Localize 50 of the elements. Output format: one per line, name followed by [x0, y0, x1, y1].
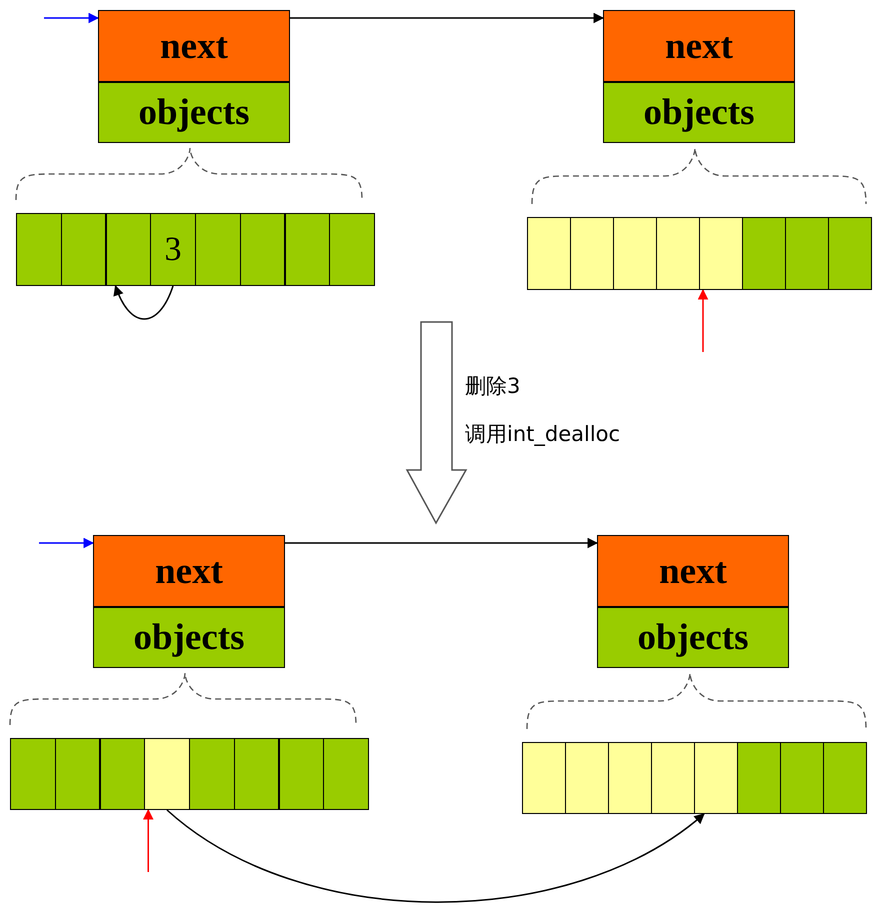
array-slot	[144, 738, 190, 810]
array-slot	[195, 213, 240, 286]
array-slot	[329, 213, 375, 286]
arrow	[166, 809, 705, 903]
arrow	[114, 285, 174, 320]
array-slot	[16, 213, 62, 286]
array-slot	[608, 742, 652, 814]
array-slot	[823, 742, 867, 814]
array-slot	[189, 738, 234, 810]
step-note: 调用int_dealloc	[465, 421, 620, 448]
list-node-field: next	[597, 535, 789, 607]
list-node-field: next	[98, 10, 290, 82]
arrow	[39, 538, 94, 548]
array-slot	[100, 738, 145, 810]
array-slot	[780, 742, 824, 814]
array-slot	[651, 742, 695, 814]
step-note: 删除3	[465, 373, 520, 400]
list-node-field: next	[93, 535, 285, 607]
array-slot	[106, 213, 151, 286]
array-slot: 3	[150, 213, 196, 286]
list-node-field: next	[603, 10, 795, 82]
arrow	[698, 288, 708, 352]
list-node-field: objects	[98, 82, 290, 143]
arrow	[143, 808, 154, 872]
arrow	[44, 12, 100, 24]
array-slot	[60, 213, 106, 286]
array-slot	[527, 217, 571, 290]
array-slot	[656, 217, 700, 290]
array-slot	[522, 742, 566, 814]
array-slot	[785, 217, 829, 290]
list-node-field: objects	[603, 82, 795, 143]
array-slot	[613, 217, 657, 290]
array-slot	[240, 213, 286, 286]
array-slot	[699, 217, 743, 290]
arrow	[290, 12, 604, 24]
array-slot	[742, 217, 786, 290]
arrow	[285, 538, 598, 548]
list-node-field: objects	[597, 607, 789, 668]
array-slot	[234, 738, 280, 810]
array-slot	[565, 742, 609, 814]
array-slot	[694, 742, 738, 814]
array-slot	[278, 738, 324, 810]
list-node-field: objects	[93, 607, 285, 668]
array-slot	[323, 738, 369, 810]
array-slot	[737, 742, 781, 814]
array-slot	[828, 217, 872, 290]
array-slot	[284, 213, 330, 286]
array-slot	[54, 738, 100, 810]
array-slot	[10, 738, 56, 810]
array-slot	[570, 217, 614, 290]
